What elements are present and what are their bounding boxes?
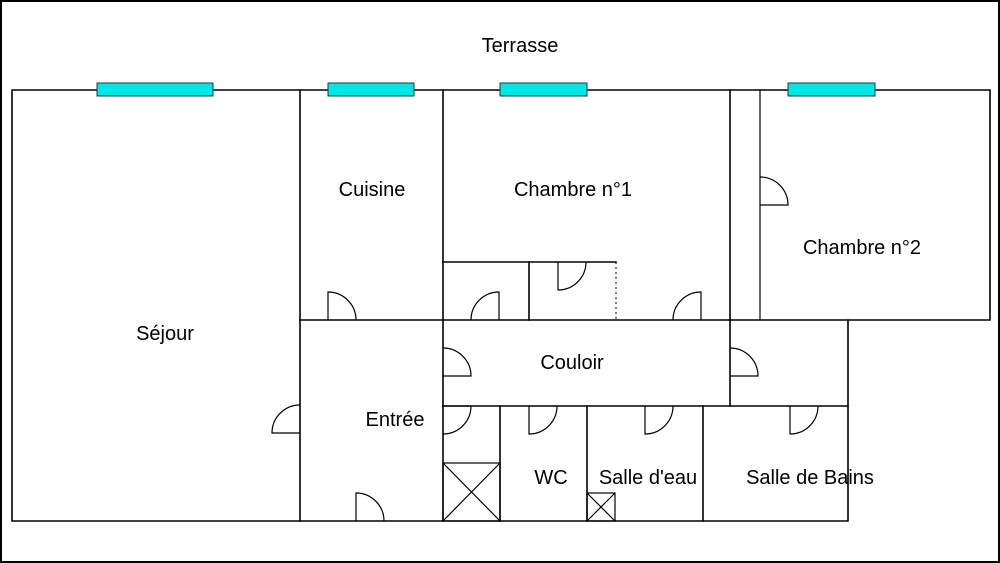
label-wc: WC	[534, 467, 567, 489]
label-terrasse: Terrasse	[482, 35, 559, 57]
door-salle-bains	[789, 405, 819, 435]
room-labels: Séjour Cuisine Chambre n°1 Chambre n°2 C…	[136, 179, 921, 489]
label-chambre2: Chambre n°2	[803, 237, 921, 259]
door-cuisine	[327, 291, 357, 321]
door-chambre1	[672, 291, 702, 321]
door-closet-1	[470, 291, 500, 321]
door-wc	[528, 405, 558, 435]
door-closet-2	[557, 261, 587, 291]
doors	[271, 176, 819, 522]
label-salle-bains: Salle de Bains	[746, 467, 874, 489]
label-chambre1: Chambre n°1	[514, 179, 632, 201]
duct-small	[586, 492, 616, 522]
door-chambre2	[729, 347, 759, 377]
door-entree	[355, 492, 385, 522]
label-entree: Entrée	[366, 409, 425, 431]
duct-large	[442, 462, 501, 522]
door-salle-eau	[644, 405, 674, 435]
window-chambre2	[787, 82, 876, 97]
door-chambre2-closet	[759, 176, 789, 206]
interior-walls	[299, 89, 849, 522]
window-chambre1	[499, 82, 588, 97]
windows	[96, 82, 876, 97]
door-couloir-bottom	[442, 405, 472, 435]
door-sejour	[271, 404, 301, 434]
label-cuisine: Cuisine	[339, 179, 406, 201]
window-sejour	[96, 82, 214, 97]
exterior-walls	[11, 89, 991, 522]
door-couloir-top	[442, 347, 472, 377]
label-salle-eau: Salle d'eau	[599, 467, 697, 489]
label-sejour: Séjour	[136, 323, 194, 345]
window-cuisine	[327, 82, 415, 97]
label-couloir: Couloir	[540, 352, 604, 374]
